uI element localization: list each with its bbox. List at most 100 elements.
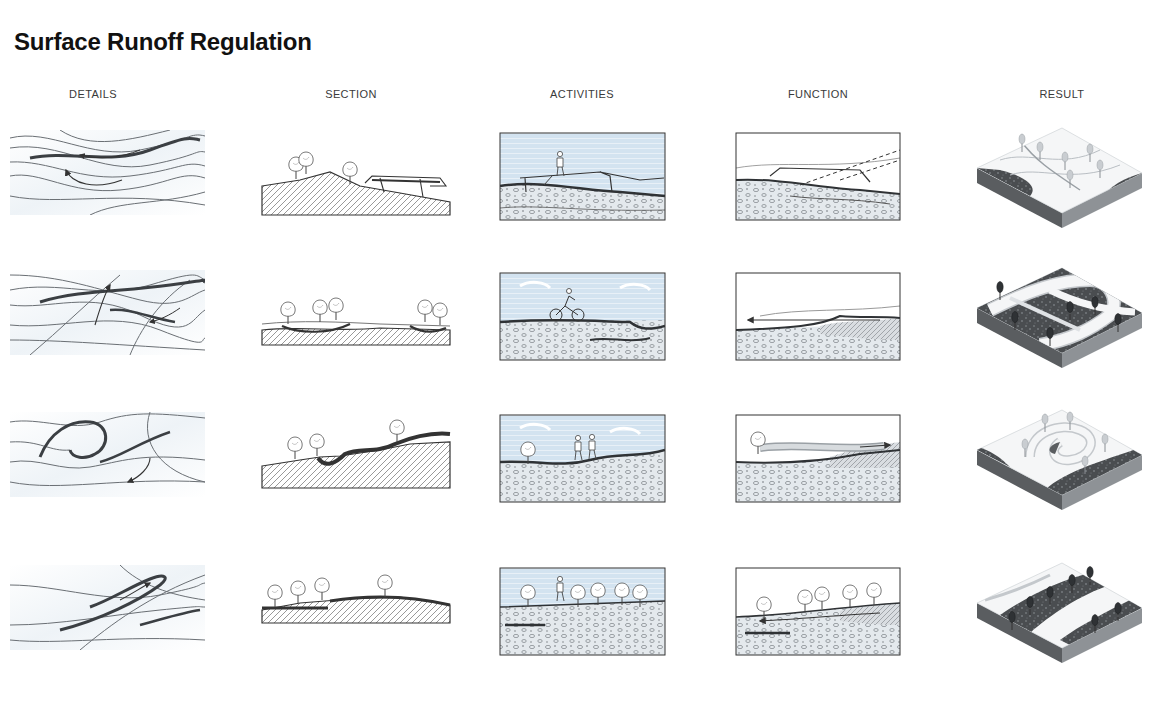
art-path	[10, 414, 205, 426]
art-use	[299, 152, 313, 174]
art-use	[291, 581, 305, 603]
function-scene	[736, 568, 900, 655]
art-rect	[500, 133, 665, 220]
art-path	[262, 322, 450, 326]
art-use	[1012, 312, 1018, 331]
art-use	[1097, 160, 1103, 178]
terrain-section	[262, 575, 450, 623]
result-block	[977, 410, 1142, 510]
art-rect	[736, 273, 900, 360]
art-rect	[500, 415, 665, 502]
art-use	[1115, 314, 1121, 333]
art-rect	[736, 273, 900, 360]
art-path	[1030, 427, 1091, 460]
art-rect	[10, 270, 205, 355]
function-scene	[736, 133, 900, 220]
art-use	[633, 585, 647, 607]
art-use	[1067, 302, 1073, 321]
row-four	[10, 563, 1142, 663]
art-circle	[567, 289, 572, 294]
art-use	[571, 585, 585, 607]
art-path	[120, 583, 150, 600]
art-path	[365, 176, 446, 197]
art-use	[343, 162, 357, 184]
art-use	[1115, 603, 1121, 622]
result-block	[977, 563, 1142, 663]
art-path	[372, 180, 440, 182]
art-path	[130, 280, 190, 355]
row-three	[10, 410, 1142, 510]
art-path	[500, 320, 665, 360]
art-path	[820, 318, 900, 340]
art-use	[1092, 615, 1098, 634]
art-path	[760, 613, 880, 621]
art-g	[977, 140, 1142, 200]
art-path	[544, 176, 552, 185]
art-rect	[736, 415, 900, 502]
art-path	[40, 280, 205, 302]
art-use	[315, 578, 329, 600]
art-path	[262, 597, 450, 623]
art-path	[10, 442, 70, 450]
art-use	[418, 300, 432, 322]
art-rect	[500, 568, 665, 655]
terrain-section	[262, 152, 450, 215]
art-path	[410, 326, 446, 332]
art-path	[128, 458, 150, 482]
art-path	[500, 601, 665, 655]
terrain-section	[262, 420, 450, 488]
art-path	[1100, 173, 1142, 200]
column-header: DETAILS	[69, 88, 117, 100]
art-path	[736, 316, 900, 330]
art-use	[557, 576, 564, 601]
art-path	[140, 610, 200, 625]
art-path	[150, 308, 180, 322]
art-use	[1022, 439, 1028, 457]
art-path	[736, 180, 900, 220]
art-use	[1067, 412, 1073, 430]
art-path	[1020, 140, 1080, 190]
art-use	[1037, 142, 1043, 160]
art-use	[977, 268, 1142, 368]
art-path	[736, 180, 900, 194]
activity-scene	[500, 568, 665, 655]
art-path	[330, 597, 450, 605]
art-path	[1050, 442, 1060, 454]
art-path	[500, 207, 665, 210]
diagram-title: Surface Runoff Regulation	[14, 28, 312, 56]
art-rect	[10, 412, 205, 497]
art-path	[500, 184, 665, 196]
art-path	[60, 130, 170, 142]
art-path	[748, 319, 880, 320]
art-path	[282, 324, 350, 332]
art-path	[505, 624, 545, 627]
art-g	[10, 565, 205, 650]
art-path	[10, 135, 205, 152]
activity-scene	[500, 415, 665, 502]
art-g	[977, 427, 1142, 495]
art-use	[997, 282, 1003, 301]
art-rect	[10, 130, 205, 215]
art-path	[745, 632, 790, 635]
art-use	[589, 434, 596, 459]
art-path	[800, 150, 900, 185]
art-use	[798, 590, 812, 612]
art-path	[860, 445, 890, 447]
art-g	[10, 130, 205, 215]
art-path	[1010, 298, 1080, 330]
art-path	[10, 302, 205, 327]
art-path	[520, 172, 664, 192]
art-rect	[500, 568, 665, 655]
art-use	[815, 587, 829, 609]
art-use	[1047, 328, 1053, 347]
art-use	[591, 583, 605, 605]
art-use	[751, 432, 765, 454]
art-rect	[10, 565, 205, 650]
art-path	[147, 412, 205, 482]
art-use	[1082, 456, 1088, 474]
art-path	[80, 150, 140, 158]
row-one	[10, 128, 1142, 228]
art-use	[557, 151, 564, 176]
art-use	[1047, 587, 1053, 606]
